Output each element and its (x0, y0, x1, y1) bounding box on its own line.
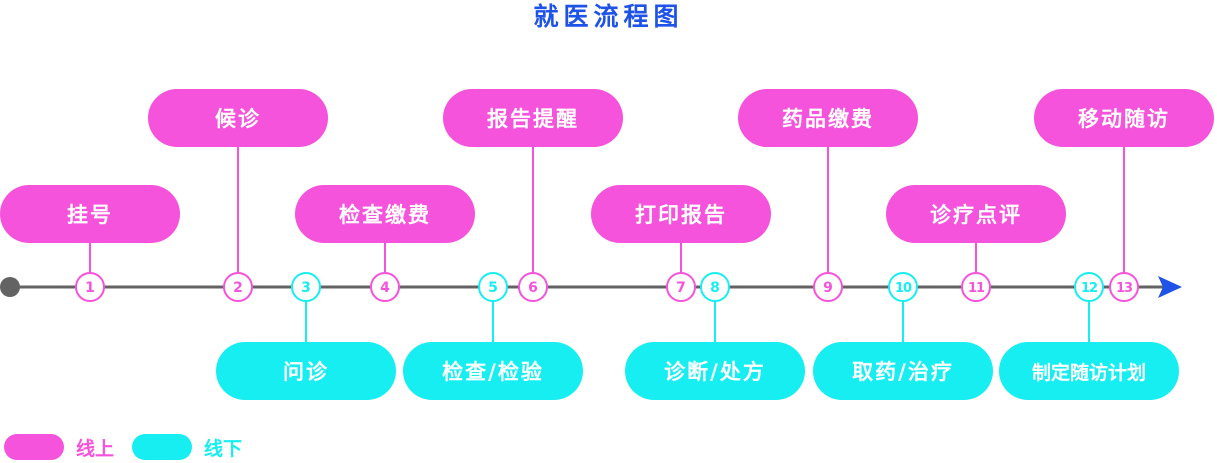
step-box (403, 342, 583, 400)
step-2: 候诊 2 (148, 89, 328, 302)
step-13: 移动随访 13 (1034, 89, 1214, 302)
legend-swatch-offline (132, 434, 193, 460)
step-label: 移动随访 (1078, 107, 1170, 131)
step-label: 诊疗点评 (930, 203, 1022, 227)
step-8: 诊断/处方 8 (625, 272, 805, 400)
step-number: 9 (823, 280, 833, 296)
step-marker (223, 272, 253, 302)
page-title: 就医流程图 (533, 2, 684, 31)
step-box (1034, 89, 1214, 147)
step-label: 诊断/处方 (664, 360, 766, 384)
step-marker (1074, 272, 1104, 302)
step-marker (700, 272, 730, 302)
step-label: 检查缴费 (339, 203, 431, 227)
step-number: 13 (1116, 281, 1133, 296)
step-box (0, 185, 180, 243)
legend: 线上 线下 (4, 432, 260, 462)
step-number: 7 (676, 280, 686, 296)
step-box (148, 89, 328, 147)
timeline-arrowhead (1158, 276, 1182, 298)
step-7: 打印报告 7 (591, 185, 771, 302)
step-box (295, 185, 475, 243)
step-3: 问诊 3 (216, 272, 396, 400)
step-label: 候诊 (215, 107, 261, 131)
step-marker (291, 272, 321, 302)
step-label: 取药/治疗 (852, 360, 954, 384)
step-number: 12 (1081, 281, 1097, 296)
step-label: 报告提醒 (487, 107, 579, 131)
step-number: 6 (528, 280, 538, 296)
step-number: 5 (488, 280, 498, 296)
step-number: 11 (968, 281, 985, 296)
step-11: 诊疗点评 11 (886, 185, 1066, 302)
step-marker (518, 272, 548, 302)
step-6: 报告提醒 6 (443, 89, 623, 302)
step-marker (961, 272, 991, 302)
step-label: 问诊 (283, 360, 329, 384)
step-12: 制定随访计划 12 (999, 272, 1179, 400)
step-number: 1 (85, 280, 95, 296)
steps-layer: 挂号 1 候诊 2 问诊 3 检查缴费 4 检查/检验 5 报告提醒 6 打印报告 7 诊断/处方 8 药品缴费… (0, 89, 1214, 400)
step-label: 挂号 (67, 203, 113, 227)
step-box (625, 342, 805, 400)
step-box (591, 185, 771, 243)
step-marker (370, 272, 400, 302)
step-number: 4 (380, 280, 390, 296)
step-5: 检查/检验 5 (403, 272, 583, 400)
legend-label-offline: 线下 (204, 437, 243, 460)
step-label: 药品缴费 (782, 107, 874, 131)
step-marker (75, 272, 105, 302)
step-box (738, 89, 918, 147)
step-marker (478, 272, 508, 302)
step-4: 检查缴费 4 (295, 185, 475, 302)
step-label: 检查/检验 (442, 360, 544, 384)
step-box (216, 342, 396, 400)
step-label: 制定随访计划 (1032, 361, 1146, 384)
step-box (443, 89, 623, 147)
step-box (813, 342, 993, 400)
step-marker (1109, 272, 1139, 302)
legend-swatch-online (4, 434, 64, 460)
step-1: 挂号 1 (0, 185, 180, 302)
step-marker (888, 272, 918, 302)
step-box (999, 342, 1179, 400)
step-number: 10 (895, 281, 912, 296)
legend-item-offline: 线下 (132, 434, 242, 461)
step-number: 2 (233, 280, 243, 296)
step-10: 取药/治疗 10 (813, 272, 993, 400)
step-number: 3 (301, 280, 311, 296)
legend-item-online: 线上 (4, 434, 114, 461)
step-marker (666, 272, 696, 302)
step-label: 打印报告 (635, 203, 727, 227)
step-9: 药品缴费 9 (738, 89, 918, 302)
step-box (886, 185, 1066, 243)
legend-label-online: 线上 (76, 437, 115, 460)
step-number: 8 (710, 280, 720, 296)
step-marker (813, 272, 843, 302)
timeline-start-dot (0, 277, 20, 297)
